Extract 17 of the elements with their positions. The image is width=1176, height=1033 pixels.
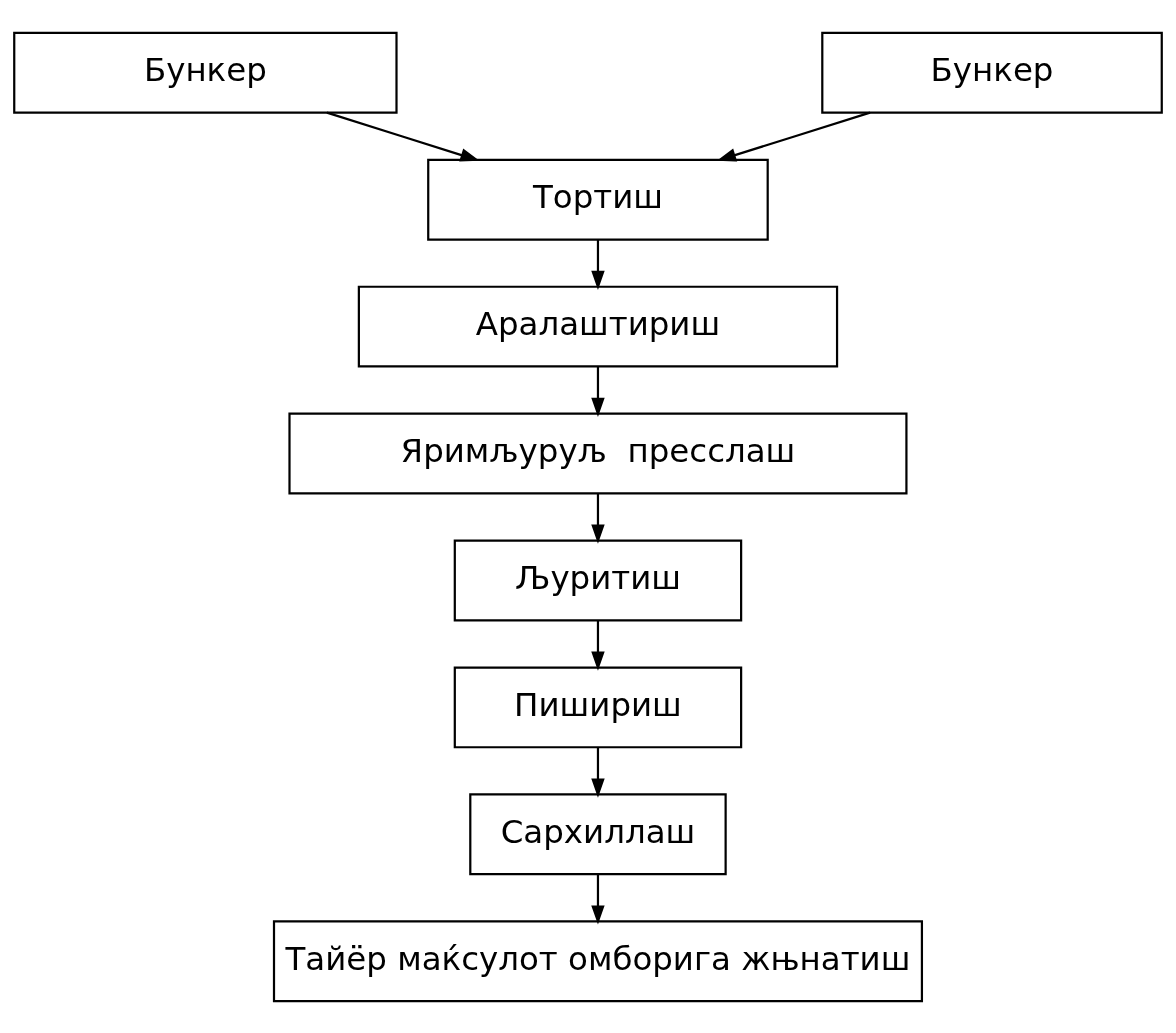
arrow — [591, 746, 605, 798]
arrow — [591, 493, 605, 544]
arrow — [591, 239, 605, 290]
node-box: Тортиш — [427, 158, 769, 241]
node-box: Љуритиш — [453, 539, 743, 621]
node-box: Аралаштириш — [357, 285, 839, 368]
node-box: Сархиллаш — [469, 792, 727, 875]
node-box: Пишириш — [453, 665, 743, 748]
arrow — [591, 620, 605, 671]
arrow — [716, 111, 871, 161]
arrow — [591, 873, 605, 925]
arrow — [591, 366, 605, 417]
node-box: Бункер — [821, 31, 1163, 114]
node-box: Бункер — [13, 31, 398, 114]
node-box: Тайёр маќсулот омборига жњнатиш — [272, 919, 924, 1002]
node-box: Яримљуруљ пресслаш — [288, 412, 908, 494]
arrow — [326, 111, 480, 161]
